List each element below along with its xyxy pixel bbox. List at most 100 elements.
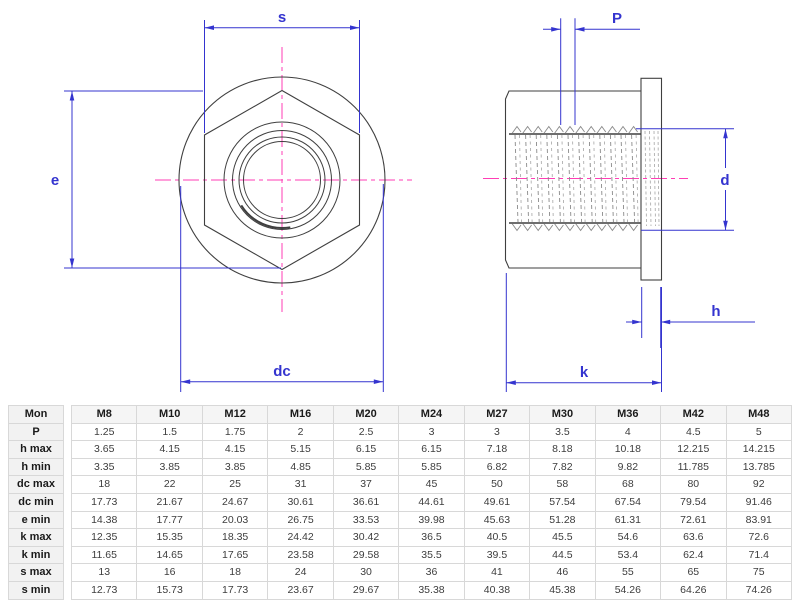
- table-cell: 11.65: [70, 545, 138, 565]
- table-cell: 58: [529, 475, 596, 494]
- column-header: M16: [267, 405, 334, 424]
- table-cell: 13: [70, 563, 138, 582]
- table-cell: 21.67: [136, 492, 203, 512]
- table-cell: 5: [725, 422, 793, 442]
- table-cell: 12.35: [70, 528, 138, 547]
- table-cell: 1.25: [70, 422, 138, 442]
- thread-major-circle: [232, 130, 332, 230]
- table-cell: 36.61: [332, 492, 400, 512]
- row-label: h max: [8, 440, 64, 459]
- dim-label-dc: dc: [273, 363, 291, 380]
- table-cell: 39.98: [398, 510, 465, 530]
- spacer-cell: [63, 405, 72, 424]
- table-cell: 14.38: [70, 510, 138, 530]
- table-cell: 9.82: [594, 457, 662, 477]
- column-header: M27: [463, 405, 531, 424]
- table-cell: 12.73: [70, 580, 138, 600]
- table-cell: 36: [398, 563, 465, 582]
- dim-label-e: e: [51, 172, 59, 189]
- column-header: M30: [529, 405, 596, 424]
- table-cell: 18.35: [201, 528, 269, 547]
- row-label: h min: [8, 457, 64, 477]
- table-cell: 91.46: [725, 492, 793, 512]
- dim-label-p: P: [612, 10, 622, 27]
- table-cell: 40.38: [463, 580, 531, 600]
- table-cell: 51.28: [529, 510, 596, 530]
- front-view: s e dc: [51, 9, 412, 392]
- table-cell: 3.85: [136, 457, 203, 477]
- dim-label-h: h: [711, 303, 720, 320]
- spacer-cell: [63, 563, 72, 582]
- table-cell: 6.15: [332, 440, 400, 459]
- row-label: k min: [8, 545, 64, 565]
- table-cell: 4.85: [267, 457, 334, 477]
- table-cell: 45.63: [463, 510, 531, 530]
- table-cell: 92: [725, 475, 793, 494]
- table-cell: 61.31: [594, 510, 662, 530]
- table-cell: 50: [463, 475, 531, 494]
- table-cell: 23.67: [267, 580, 334, 600]
- dimension-e: e: [51, 90, 281, 269]
- spacer-cell: [63, 581, 72, 600]
- table-cell: 64.26: [660, 580, 727, 600]
- dim-label-k: k: [580, 364, 589, 381]
- column-header: M42: [660, 405, 727, 424]
- table-cell: 17.65: [201, 545, 269, 565]
- spacer-cell: [63, 475, 72, 494]
- dim-label-d: d: [720, 172, 729, 189]
- table-cell: 14.65: [136, 545, 203, 565]
- spacer-cell: [63, 440, 72, 459]
- table-cell: 49.61: [463, 492, 531, 512]
- thread-hatch-primary: [514, 134, 636, 223]
- table-cell: 79.54: [660, 492, 727, 512]
- table-cell: 45.5: [529, 528, 596, 547]
- column-header: M24: [398, 405, 465, 424]
- table-cell: 29.58: [332, 545, 400, 565]
- table-cell: 80: [660, 475, 727, 494]
- table-cell: 24: [267, 563, 334, 582]
- table-cell: 4.5: [660, 422, 727, 442]
- row-label: s max: [8, 563, 64, 582]
- row-label: s min: [8, 580, 64, 600]
- table-cell: 75: [725, 563, 793, 582]
- thread-minor-circle: [238, 136, 326, 224]
- table-cell: 3: [463, 422, 531, 442]
- side-view: P d h: [483, 10, 755, 392]
- row-label: e min: [8, 510, 64, 530]
- table-cell: 36.5: [398, 528, 465, 547]
- column-header: M12: [201, 405, 269, 424]
- column-header: M48: [725, 405, 793, 424]
- table-cell: 15.73: [136, 580, 203, 600]
- table-cell: 72.61: [660, 510, 727, 530]
- table-cell: 4: [594, 422, 662, 442]
- table-cell: 4.15: [136, 440, 203, 459]
- table-cell: 35.38: [398, 580, 465, 600]
- table-cell: 45.38: [529, 580, 596, 600]
- table-cell: 16: [136, 563, 203, 582]
- table-cell: 45: [398, 475, 465, 494]
- table-cell: 6.82: [463, 457, 531, 477]
- thread-runout-arc: [240, 204, 291, 229]
- hexagon-outline: [203, 89, 361, 271]
- table-cell: 5.85: [398, 457, 465, 477]
- bore-circle: [243, 141, 321, 219]
- table-cell: 63.6: [660, 528, 727, 547]
- table-cell: 3.85: [201, 457, 269, 477]
- table-cell: 1.75: [201, 422, 269, 442]
- table-cell: 8.18: [529, 440, 596, 459]
- table-cell: 5.15: [267, 440, 334, 459]
- dimension-dc: dc: [180, 184, 384, 392]
- spacer-cell: [63, 458, 72, 476]
- table-cell: 31: [267, 475, 334, 494]
- table-cell: 39.5: [463, 545, 531, 565]
- table-cell: 57.54: [529, 492, 596, 512]
- dim-label-s: s: [278, 9, 286, 26]
